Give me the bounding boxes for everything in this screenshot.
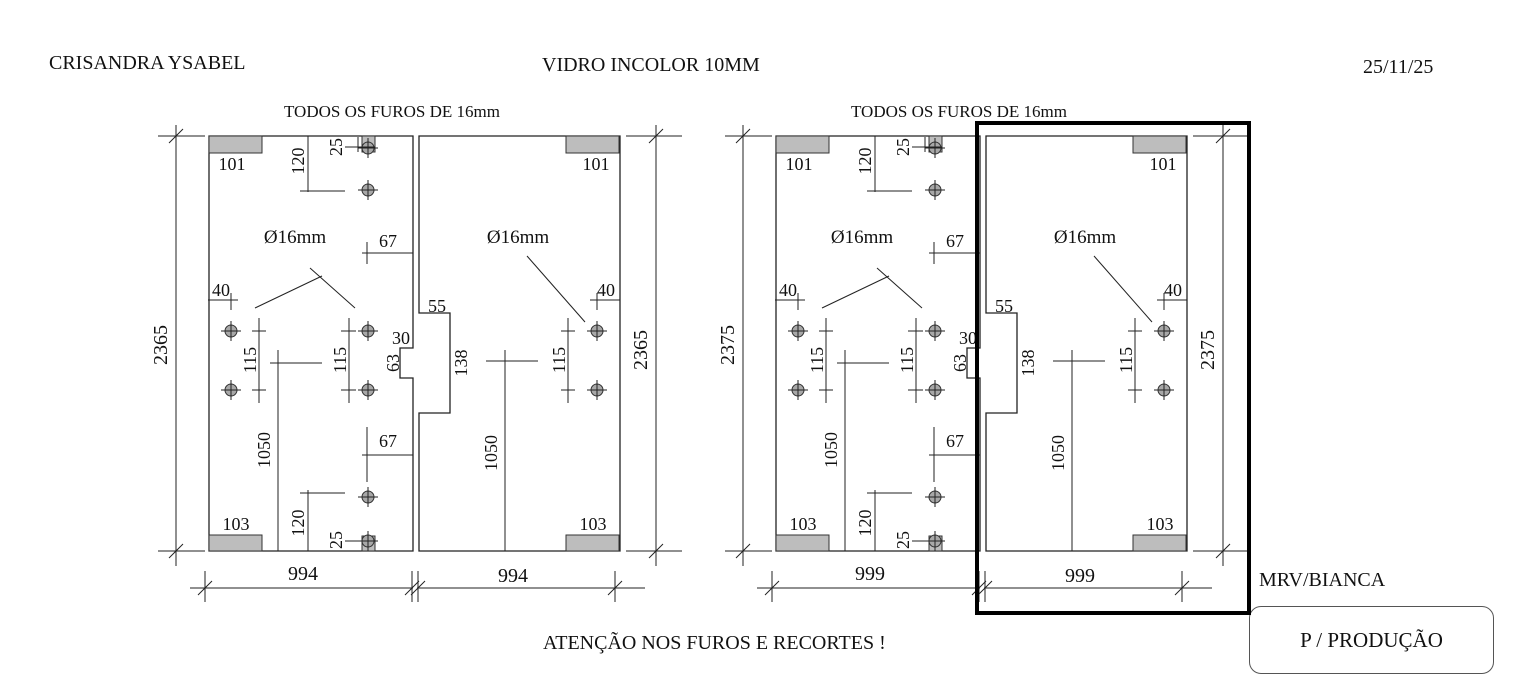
dimension-tick [410,580,426,596]
plate-label-bottom: 103 [580,514,607,534]
dim-label: 115 [897,347,917,373]
dim-label: 1050 [254,432,274,468]
height-dimension-left: 2375 [717,325,739,365]
leader-line [309,267,356,309]
dim-label: 120 [855,510,875,537]
height-dimension-left: 2365 [150,325,172,365]
diameter-label: Ø16mm [264,227,327,248]
fitting-plate [565,135,620,154]
dimension-tick [735,543,751,559]
dimension-tick [648,128,664,144]
dim-label: 67 [946,231,964,251]
dimension-tick [1215,543,1231,559]
dimension-tick [168,128,184,144]
plate-label-bottom: 103 [790,514,817,534]
dim-label: 63 [950,354,970,372]
date: 25/11/25 [1363,56,1434,78]
dim-label: 25 [893,531,913,549]
dim-label: 25 [326,531,346,549]
material-title: VIDRO INCOLOR 10MM [542,54,760,76]
dim-label: 1050 [821,432,841,468]
dim-label: 40 [212,280,230,300]
height-dimension-right: 2365 [630,330,652,370]
stage-badge: P / PRODUÇÃO [1249,606,1494,674]
dimension-tick [1174,580,1190,596]
dim-label: 30 [392,328,410,348]
dim-label: 40 [779,280,797,300]
leader-line [526,255,586,323]
leader-line [876,267,923,309]
dim-label: 67 [946,431,964,451]
glass-set-1: TODOS OS FUROS DE 16mm 2365 2365 994 994 101 1… [150,102,682,602]
glass-panel-b [985,135,1188,552]
selected-panel-highlight [975,121,1251,615]
dim-label: 120 [288,510,308,537]
dim-label: 25 [326,138,346,156]
diameter-label: Ø16mm [831,227,894,248]
stage-label: P / PRODUÇÃO [1300,627,1443,652]
fitting-plate [775,534,830,552]
height-dimension-right: 2375 [1197,330,1219,370]
fitting-plate [565,534,620,552]
dimension-tick [607,580,623,596]
dim-label: 55 [995,296,1013,316]
plate-label-top: 101 [1150,154,1177,174]
glass-set-2: TODOS OS FUROS DE 16mm 2375 2375 999 999 101 1… [717,102,1249,602]
fitting-plate [208,534,263,552]
dim-label: 40 [1164,280,1182,300]
diameter-label: Ø16mm [1054,227,1117,248]
dim-label: 1050 [481,435,501,471]
dim-label: 115 [807,347,827,373]
glass-panel-b [418,135,621,552]
glass-panel-a [208,135,414,552]
dimension-tick [977,580,993,596]
plate-label-top: 101 [583,154,610,174]
dimension-tick [764,580,780,596]
dim-label: 115 [330,347,350,373]
dim-label: 115 [549,347,569,373]
dim-label: 115 [1116,347,1136,373]
diameter-label: Ø16mm [487,227,550,248]
width-dimension-a: 994 [288,563,318,585]
leader-line [254,275,323,309]
leader-line [1093,255,1153,323]
dimension-tick [735,128,751,144]
dimension-tick [197,580,213,596]
glass-panel-a [775,135,981,552]
plate-label-top: 101 [786,154,813,174]
warning-text: ATENÇÃO NOS FUROS E RECORTES ! [543,632,886,654]
dim-label: 55 [428,296,446,316]
dim-label: 67 [379,431,397,451]
plate-label-bottom: 103 [223,514,250,534]
fitting-plate [208,135,263,154]
dim-label: 120 [855,148,875,175]
dimension-tick [404,580,420,596]
dim-label: 138 [1018,350,1038,377]
plate-label-bottom: 103 [1147,514,1174,534]
dim-label: 30 [959,328,977,348]
customer-label: MRV/BIANCA [1259,569,1386,591]
dim-label: 67 [379,231,397,251]
fitting-plate [1132,534,1187,552]
fitting-plate [1132,135,1187,154]
holes-note: TODOS OS FUROS DE 16mm [284,102,500,121]
fitting-plate [775,135,830,154]
dim-label: 40 [597,280,615,300]
width-dimension-b: 999 [1065,565,1095,587]
leader-line [821,275,890,309]
plate-label-top: 101 [219,154,246,174]
client-name: CRISANDRA YSABEL [49,52,246,74]
dim-label: 115 [240,347,260,373]
dim-label: 120 [288,148,308,175]
dim-label: 25 [893,138,913,156]
dimension-tick [1215,128,1231,144]
holes-note: TODOS OS FUROS DE 16mm [851,102,1067,121]
dim-label: 63 [383,354,403,372]
width-dimension-a: 999 [855,563,885,585]
width-dimension-b: 994 [498,565,528,587]
dim-label: 1050 [1048,435,1068,471]
dim-label: 138 [451,350,471,377]
dimension-tick [648,543,664,559]
dimension-tick [168,543,184,559]
